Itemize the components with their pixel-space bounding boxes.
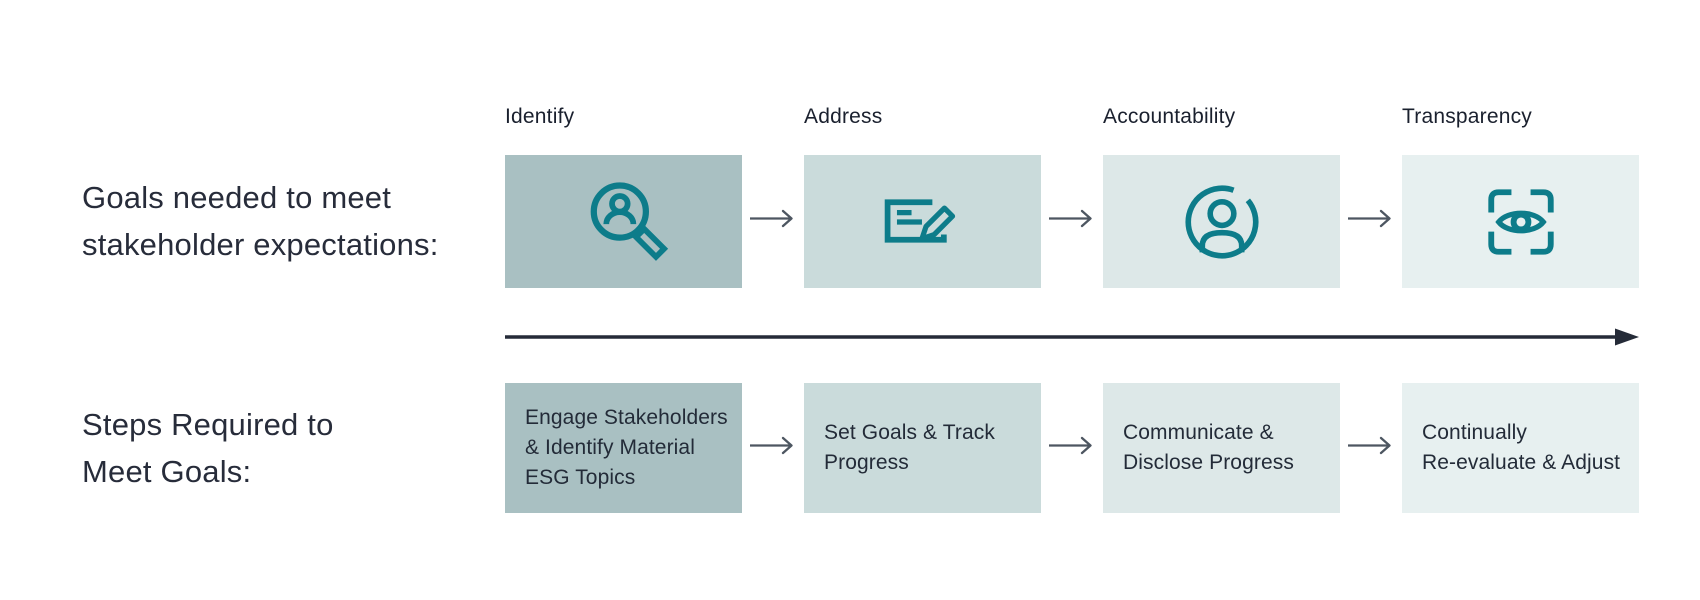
search-person-icon [574,172,674,272]
goal-box-address [804,155,1041,288]
flow-arrow-icon-top-1 [748,209,796,234]
goals-row-label: Goals needed to meet stakeholder expecta… [82,174,439,268]
person-circle-icon [1168,168,1276,276]
step-text-line: Engage Stakeholders [525,406,728,429]
goals-row-label-line2: stakeholder expectations: [82,227,439,262]
step-text-line: & Identify Material [525,436,695,459]
step-box-accountability: Communicate & Disclose Progress [1103,383,1340,513]
stage-header-identify: Identify [505,105,575,128]
eye-frame-icon [1470,171,1572,273]
steps-row-label-line1: Steps Required to [82,407,334,442]
stage-header-address: Address [804,105,883,128]
step-text-line: Continually [1422,421,1527,444]
flow-arrow-icon-bottom-3 [1346,436,1394,461]
steps-row-label-line2: Meet Goals: [82,454,252,489]
step-text-line: Set Goals & Track [824,421,995,444]
step-text-line: Communicate & [1123,421,1274,444]
step-text-line: Disclose Progress [1123,451,1294,474]
step-text-line: Progress [824,451,909,474]
goals-row-label-line1: Goals needed to meet [82,180,392,215]
step-text-line: Re-evaluate & Adjust [1422,451,1621,474]
goal-box-transparency [1402,155,1639,288]
flow-arrow-icon-bottom-1 [748,436,796,461]
timeline-arrow [505,328,1639,346]
stage-header-accountability: Accountability [1103,105,1236,128]
goal-box-accountability [1103,155,1340,288]
note-pencil-icon [873,172,973,272]
steps-row-label: Steps Required to Meet Goals: [82,401,334,495]
flow-arrow-icon-top-3 [1346,209,1394,234]
goal-box-identify [505,155,742,288]
stage-header-transparency: Transparency [1402,105,1533,128]
flow-arrow-icon-top-2 [1047,209,1095,234]
step-text-line: ESG Topics [525,466,636,489]
flow-arrow-icon-bottom-2 [1047,436,1095,461]
